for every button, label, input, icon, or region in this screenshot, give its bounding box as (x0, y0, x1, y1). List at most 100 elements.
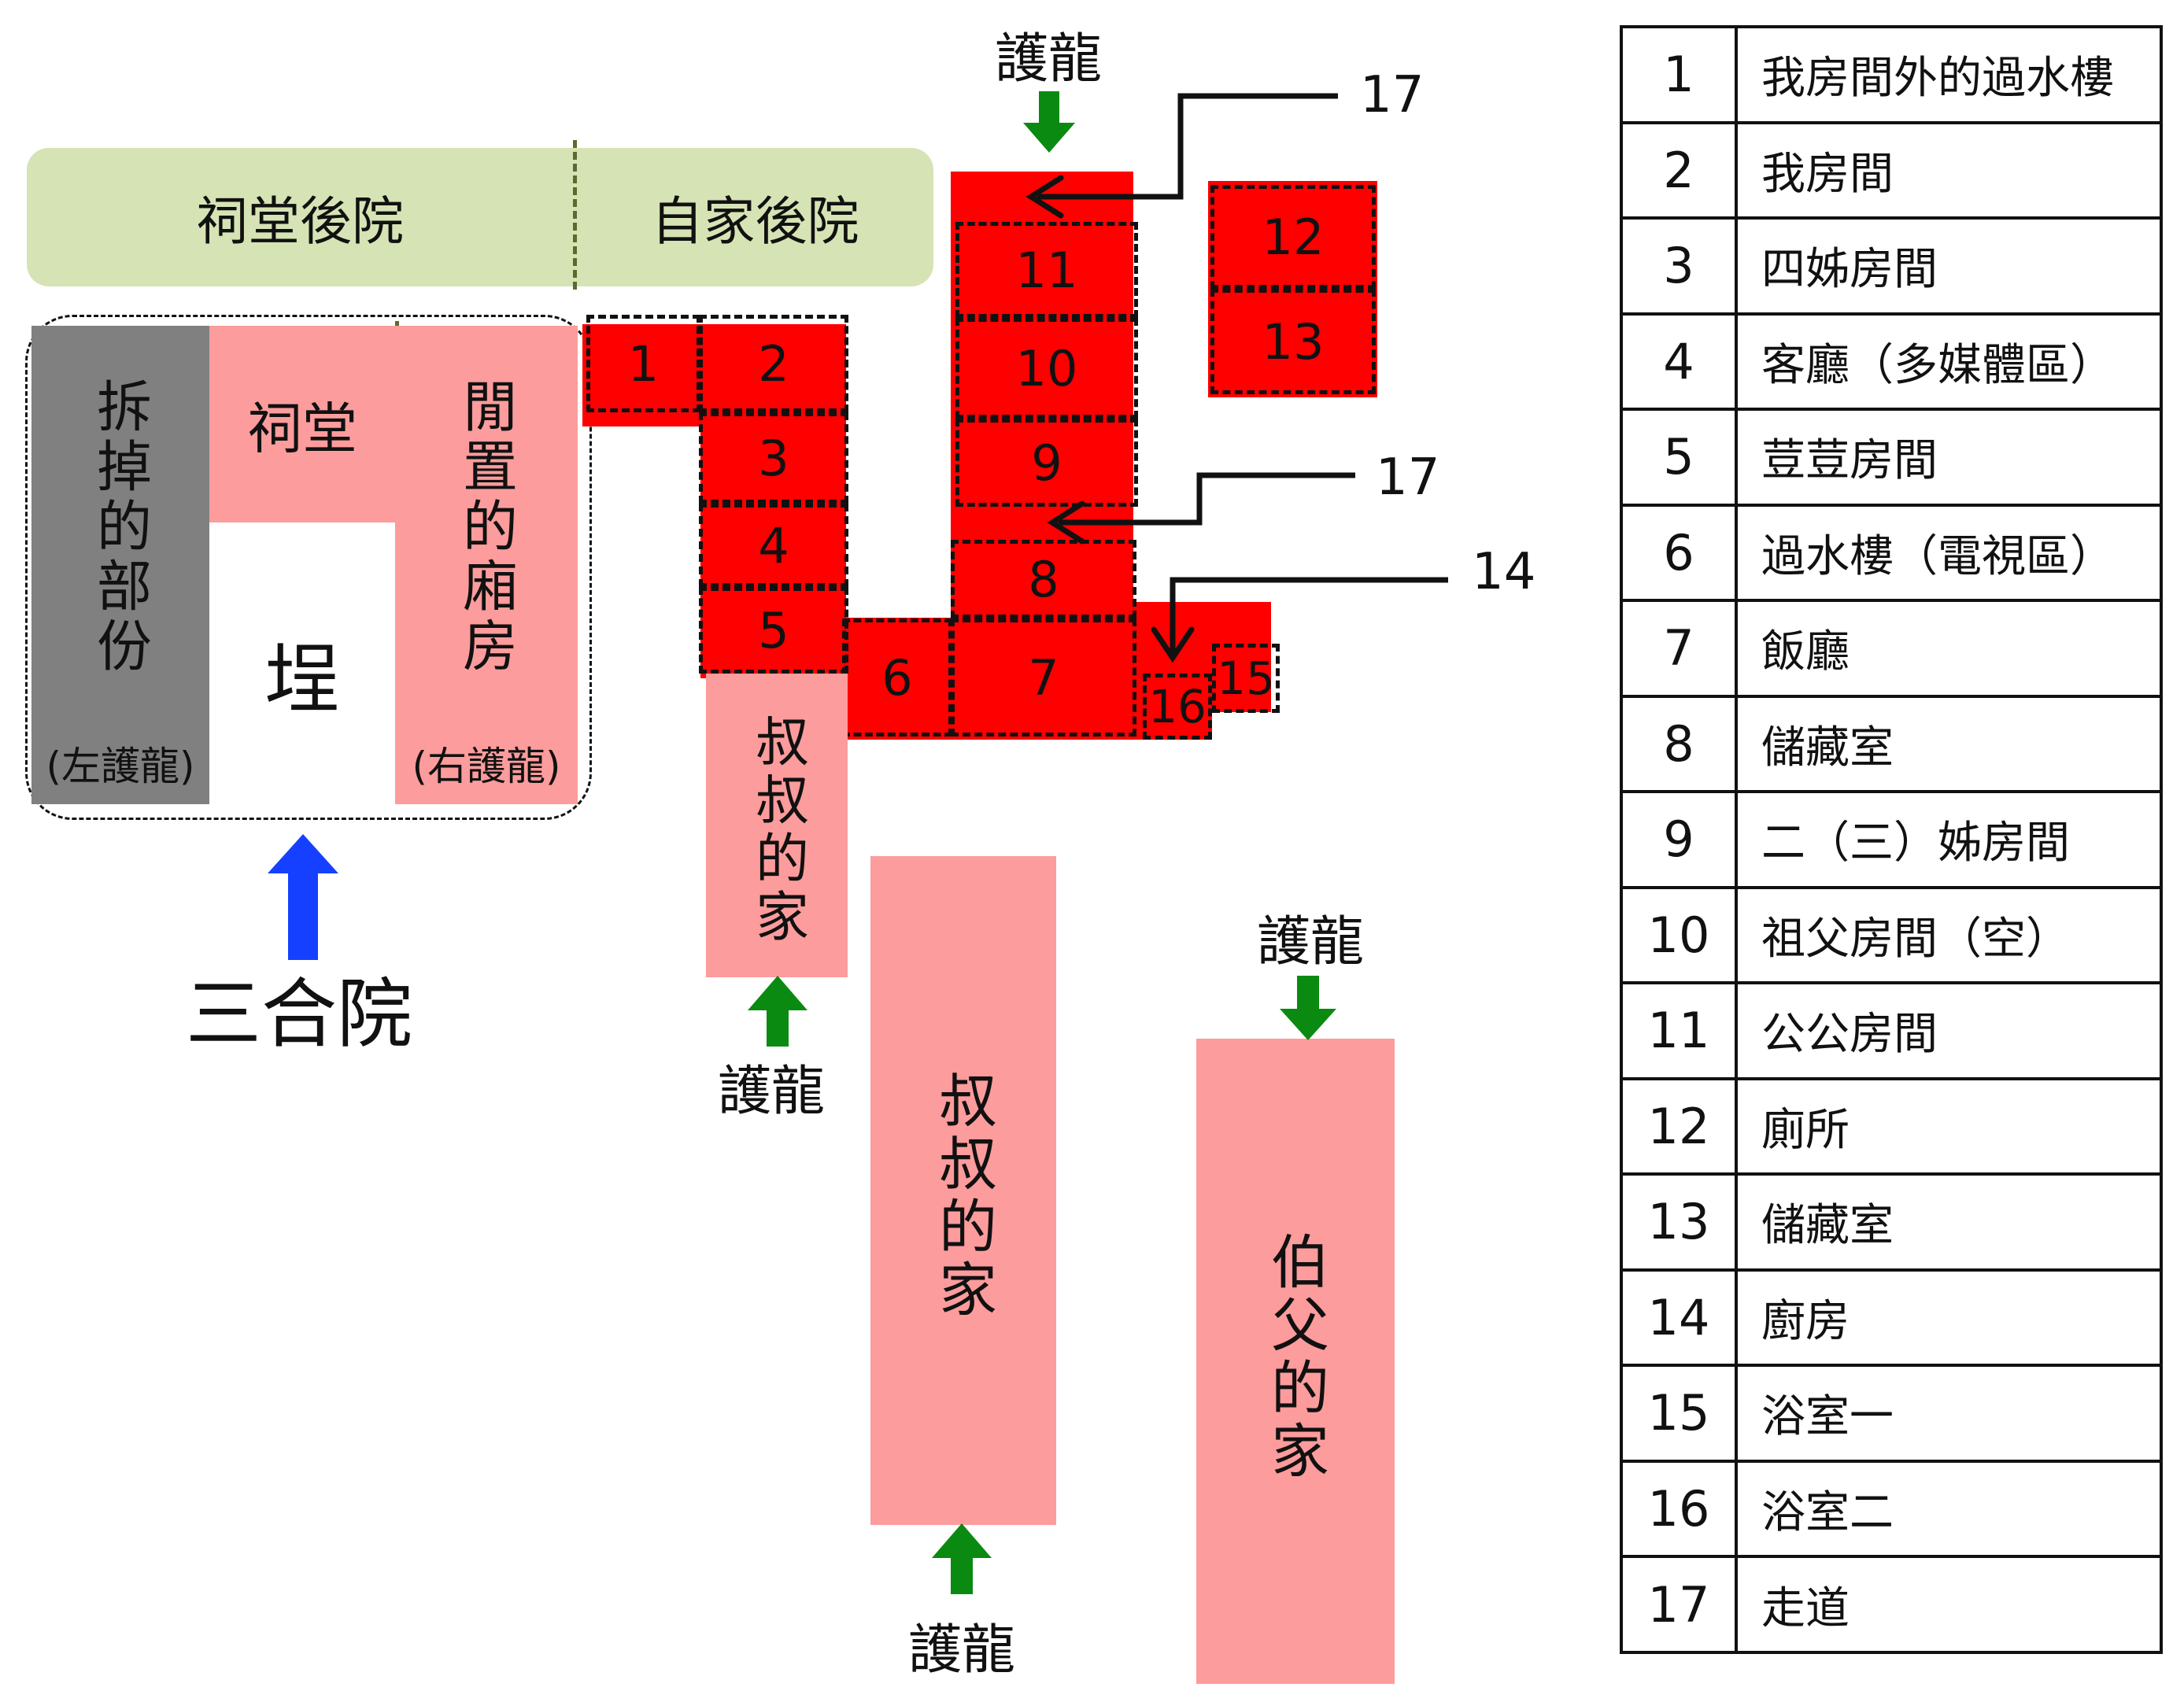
legend-text: 祖父房間（空） (1735, 885, 2163, 985)
legend-text: 荳荳房間 (1735, 408, 2163, 507)
demolished-wing-note: (左護龍) (46, 744, 195, 789)
legend-number: 3 (1620, 216, 1738, 316)
legend-number: 13 (1620, 1172, 1738, 1272)
room-11: 11 (955, 222, 1138, 318)
callout-arrows (1025, 93, 1448, 663)
room-6 (842, 618, 952, 740)
legend-number: 17 (1620, 1555, 1738, 1654)
sanheyuan-title: 三合院 (186, 969, 412, 1058)
room-5: 5 (699, 587, 848, 674)
legend-number: 1 (1620, 25, 1738, 124)
callout-14: 14 (1472, 543, 1536, 601)
demolished-wing-label: 拆掉的部份 (87, 378, 153, 677)
legend-number: 7 (1620, 599, 1738, 698)
uncle-house-small (706, 674, 848, 977)
legend-text: 儲藏室 (1735, 694, 2163, 794)
legend-text: 廚房 (1735, 1268, 2163, 1368)
elder-uncle-house (1196, 1039, 1395, 1684)
idle-wing-note: (右護龍) (412, 744, 561, 789)
uncle-house-big (870, 856, 1056, 1525)
courtyard-label: 埕 (264, 635, 340, 724)
room-12: 12 (1210, 185, 1376, 289)
huilong-label-big-house: 護龍 (907, 1619, 1015, 1682)
legend-number: 15 (1620, 1364, 1738, 1463)
room-9: 9 (955, 419, 1138, 507)
room-2: 2 (699, 315, 848, 412)
ancestral-hall-label: 祠堂 (247, 396, 357, 461)
room-6-outline: 6 (842, 618, 952, 737)
room-1: 1 (586, 315, 700, 412)
room-13: 13 (1210, 289, 1376, 394)
legend-number: 11 (1620, 981, 1738, 1080)
legend-text: 四姊房間 (1735, 216, 2163, 316)
legend-text: 我房間外的過水樓 (1735, 25, 2163, 124)
legend-number: 10 (1620, 885, 1738, 985)
room-7: 7 (951, 618, 1136, 737)
idle-wing (395, 326, 578, 804)
demolished-wing (31, 326, 209, 804)
legend-number: 6 (1620, 503, 1738, 603)
room-4: 4 (699, 504, 848, 587)
huilong-label-elder-house: 護龍 (1256, 910, 1364, 973)
arrow-down-icon (1023, 91, 1075, 153)
uncle-house-big-label: 叔叔的家 (929, 1070, 997, 1322)
huilong-label-top: 護龍 (994, 28, 1102, 90)
legend-text: 走道 (1735, 1555, 2163, 1654)
legend-number: 14 (1620, 1268, 1738, 1368)
callout-17-a: 17 (1360, 66, 1425, 124)
arrow-up-icon (268, 834, 338, 960)
legend-text: 浴室一 (1735, 1364, 2163, 1463)
callout-17-b: 17 (1376, 449, 1440, 507)
legend-text: 我房間 (1735, 120, 2163, 220)
arrow-down-icon (1280, 976, 1336, 1040)
corridor-arrow-b (1059, 472, 1355, 526)
legend-number: 16 (1620, 1459, 1738, 1559)
legend-text: 過水樓（電視區） (1735, 503, 2163, 603)
room-15: 15 (1212, 644, 1280, 713)
legend-number: 2 (1620, 120, 1738, 220)
arrow-up-icon (748, 976, 807, 1047)
huilong-label-small-house: 護龍 (717, 1060, 825, 1123)
legend-text: 客廳（多媒體區） (1735, 312, 2163, 412)
legend-number: 8 (1620, 694, 1738, 794)
backyard-bar (27, 148, 933, 286)
legend-text: 浴室二 (1735, 1459, 2163, 1559)
ancestral-backyard-label: 祠堂後院 (196, 191, 404, 252)
room-10: 10 (955, 318, 1138, 419)
idle-wing-label: 閒置的廂房 (453, 378, 519, 677)
legend-text: 儲藏室 (1735, 1172, 2163, 1272)
legend-text: 公公房間 (1735, 981, 2163, 1080)
legend-text: 廁所 (1735, 1076, 2163, 1176)
legend-number: 5 (1620, 408, 1738, 507)
own-backyard-label: 自家後院 (651, 191, 859, 252)
room-main-column (951, 172, 1133, 740)
backyard-divider (573, 140, 577, 290)
legend-number: 12 (1620, 1076, 1738, 1176)
legend-text: 二（三）姊房間 (1735, 790, 2163, 889)
legend-text: 飯廳 (1735, 599, 2163, 698)
ancestral-hall (209, 326, 395, 522)
sanheyuan-outline (25, 315, 592, 820)
elder-uncle-house-label: 伯父的家 (1261, 1231, 1329, 1483)
corridor-arrow-a (1037, 93, 1338, 200)
room-16-outline: 16 (1143, 674, 1212, 740)
legend-number: 4 (1620, 312, 1738, 412)
